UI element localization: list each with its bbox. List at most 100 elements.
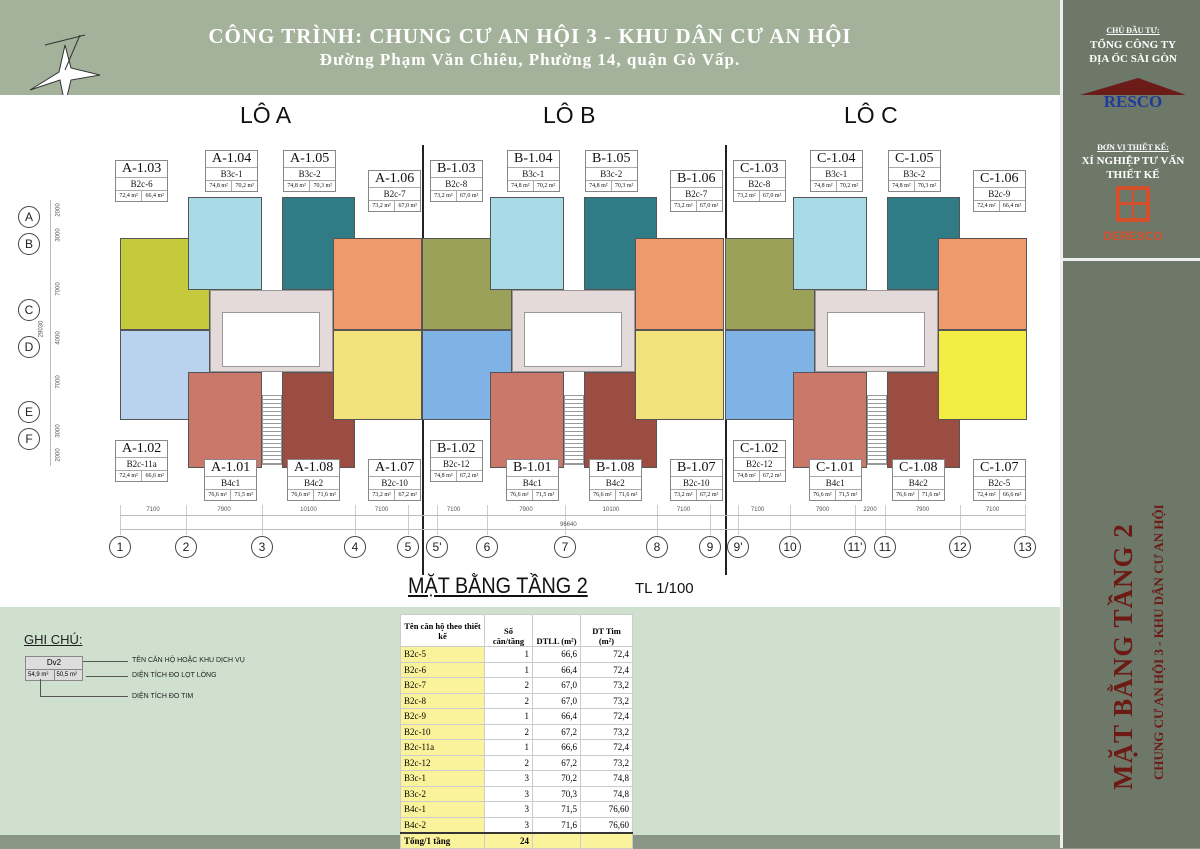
apartment-unit xyxy=(333,330,422,420)
dimension-line xyxy=(120,529,1025,530)
stair xyxy=(262,395,282,465)
grid-axis-row: B xyxy=(18,233,40,255)
apartment-unit xyxy=(490,372,564,468)
grid-axis-col: 2 xyxy=(175,536,197,558)
table-cell: B2c-6 xyxy=(400,661,485,678)
unit-type: B2c-8 xyxy=(734,178,785,191)
unit-area-gross: 76,6 m² xyxy=(507,490,533,500)
table-cell: 67,2 xyxy=(532,754,581,771)
dimension: 3000 xyxy=(55,424,62,438)
unit-area-gross: 73,2 m² xyxy=(671,490,697,500)
table-cell: 66,4 xyxy=(532,661,581,678)
unit-type: B4c1 xyxy=(507,477,558,490)
apartment-unit xyxy=(793,372,867,468)
unit-area-gross: 72,4 m² xyxy=(974,201,1000,211)
grid-axis-row: D xyxy=(18,336,40,358)
dimension: 2000 xyxy=(55,448,62,462)
table-cell: 71,6 xyxy=(532,816,581,833)
grid-axis-row: A xyxy=(18,206,40,228)
unit-id: C-1.04 xyxy=(811,151,862,168)
unit-id: B-1.02 xyxy=(431,441,482,458)
dimension: 7900 xyxy=(217,507,231,513)
grid-axis-col: 11 xyxy=(874,536,896,558)
unit-area-net: 70,3 m² xyxy=(313,183,332,189)
unit-type: B2c-6 xyxy=(116,178,168,191)
grid-line xyxy=(738,505,739,535)
unit-type: B3c-2 xyxy=(284,168,336,181)
unit-id: C-1.01 xyxy=(810,460,861,477)
table-cell: B2c-12 xyxy=(400,754,485,771)
grid-line xyxy=(885,505,886,535)
unit-id: A-1.02 xyxy=(116,441,168,458)
unit-area-net: 66,4 m² xyxy=(145,193,164,199)
table-cell: B3c-1 xyxy=(400,770,485,787)
unit-area-net: 71,6 m² xyxy=(921,492,941,498)
apartment-unit xyxy=(793,197,867,290)
table-cell: 1 xyxy=(484,646,533,663)
unit-summary-table: Tên căn hộ theo thiết kế Số căn/tầng DTL… xyxy=(400,614,633,849)
dimension: 10100 xyxy=(300,507,317,513)
grid-axis-row: E xyxy=(18,401,40,423)
grid-axis-col: 8 xyxy=(646,536,668,558)
grid-line xyxy=(120,505,121,535)
elevator-lobby xyxy=(222,312,320,367)
grid-axis-col: 5 xyxy=(397,536,419,558)
svg-text:RESCO: RESCO xyxy=(1104,92,1163,110)
unit-type: B4c2 xyxy=(893,477,944,490)
apartment-unit xyxy=(635,330,724,420)
grid-line xyxy=(437,505,438,535)
table-cell: 3 xyxy=(484,801,533,818)
elevator-lobby xyxy=(524,312,622,367)
total-label: Tổng/1 tầng xyxy=(400,831,485,849)
investor-name: TỔNG CÔNG TY ĐỊA ỐC SÀI GÒN xyxy=(1089,39,1177,65)
unit-area-gross: 73,2 m² xyxy=(734,191,760,201)
table-cell: 66,6 xyxy=(532,646,581,663)
unit-area-gross: 74,8 m² xyxy=(284,181,311,191)
unit-area-gross: 72,4 m² xyxy=(974,490,1000,500)
table-cell: 67,0 xyxy=(532,677,581,694)
unit-type: B3c-2 xyxy=(586,168,637,181)
table-cell: 74,8 xyxy=(580,785,633,802)
unit-area-net: 67,2 m² xyxy=(762,473,782,479)
dimension: 7100 xyxy=(446,507,461,513)
designer-label: ĐƠN VỊ THIẾT KẾ: xyxy=(1097,143,1169,152)
legend-sample-a1: 54,9 m² xyxy=(26,670,55,680)
grid-line xyxy=(408,505,409,535)
table-cell: 67,0 xyxy=(532,692,581,709)
unit-type: B4c2 xyxy=(288,477,340,490)
unit-area-net: 71,6 m² xyxy=(317,492,336,498)
table-cell: B2c-8 xyxy=(400,692,485,709)
unit-area-gross: 72,4 m² xyxy=(116,191,143,201)
table-cell: 73,2 xyxy=(580,723,633,740)
table-cell: 1 xyxy=(484,739,533,756)
unit-type: B2c-12 xyxy=(431,458,482,471)
col-dttim: DT Tim (m²) xyxy=(580,614,633,647)
unit-area-gross: 73,2 m² xyxy=(431,191,457,201)
dimension-line xyxy=(120,515,1025,516)
sheet-title: MẶT BẰNG TẦNG 2 xyxy=(408,573,588,598)
apartment-unit xyxy=(938,238,1027,330)
unit-id: A-1.05 xyxy=(284,151,336,168)
grid-axis-col: 11' xyxy=(844,536,866,558)
table-cell: B2c-11a xyxy=(400,739,485,756)
unit-type: B2c-11a xyxy=(116,458,168,471)
svg-text:DERESCO: DERESCO xyxy=(1103,229,1162,243)
unit-id: C-1.02 xyxy=(734,441,785,458)
unit-id: A-1.08 xyxy=(288,460,340,477)
table-cell: 74,8 xyxy=(580,770,633,787)
unit-area-gross: 73,2 m² xyxy=(671,201,697,211)
unit-area-net: 67,2 m² xyxy=(699,492,719,498)
unit-area-net: 71,5 m² xyxy=(838,492,858,498)
